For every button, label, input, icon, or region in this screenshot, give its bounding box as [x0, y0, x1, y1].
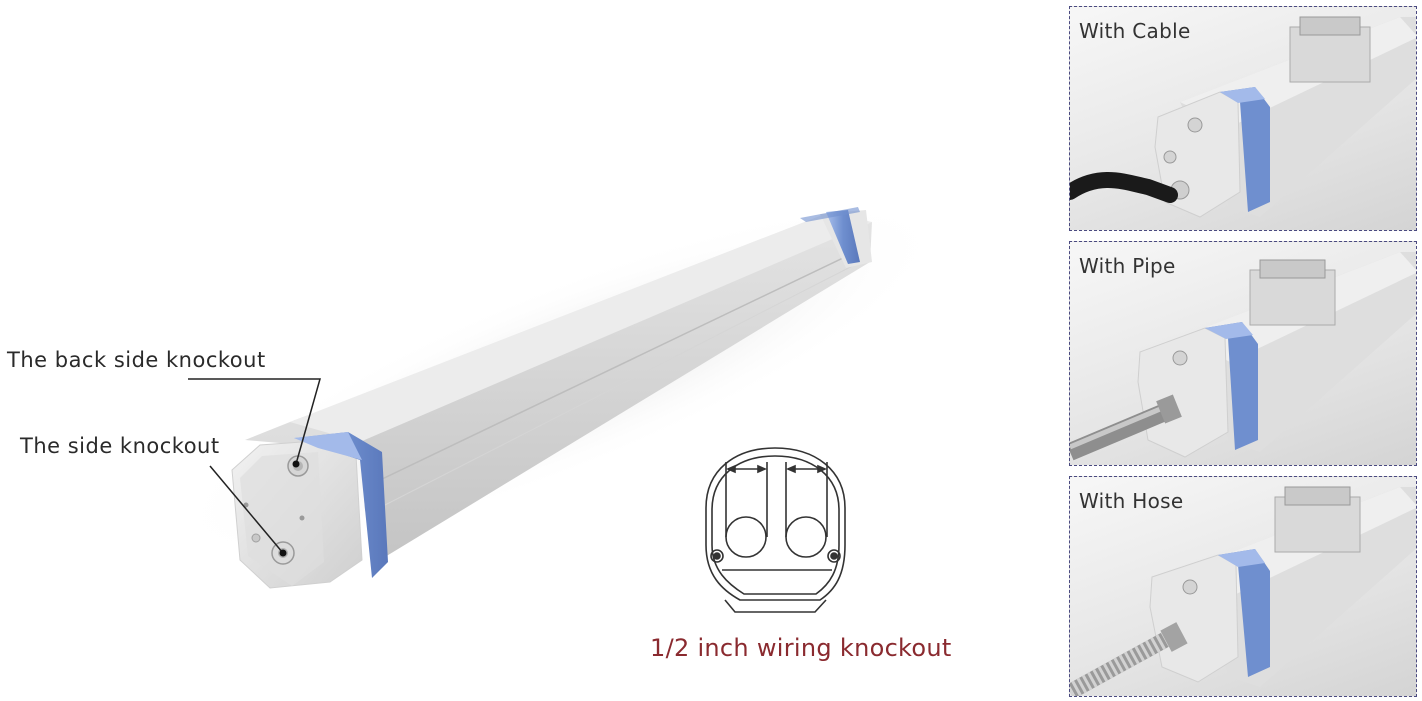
- knockout-technical-drawing: [705, 447, 846, 613]
- variant-panel-pipe: With Pipe: [1069, 241, 1417, 466]
- pipe-variant-illustration: [1070, 252, 1416, 461]
- side-knockout-leader: [209, 465, 284, 554]
- back-knockout-leader: [188, 378, 321, 465]
- fixture-body-face: [290, 212, 872, 442]
- hose-variant-illustration: [1070, 486, 1416, 696]
- variant-title: With Pipe: [1079, 254, 1176, 278]
- near-blue-band: [294, 432, 388, 578]
- knockout-caption: 1/2 inch wiring knockout: [650, 634, 952, 662]
- variant-panel-cable: With Cable: [1069, 6, 1417, 231]
- cable-variant-illustration: [1070, 16, 1416, 218]
- far-blue-band: [826, 210, 860, 264]
- variant-title: With Hose: [1079, 489, 1184, 513]
- fixture-body-side: [360, 222, 872, 560]
- side-knockout-label: The side knockout: [20, 434, 220, 458]
- variant-title: With Cable: [1079, 19, 1191, 43]
- main-product-illustration: [168, 199, 952, 613]
- back-side-knockout-label: The back side knockout: [7, 348, 266, 372]
- variant-panel-hose: With Hose: [1069, 476, 1417, 697]
